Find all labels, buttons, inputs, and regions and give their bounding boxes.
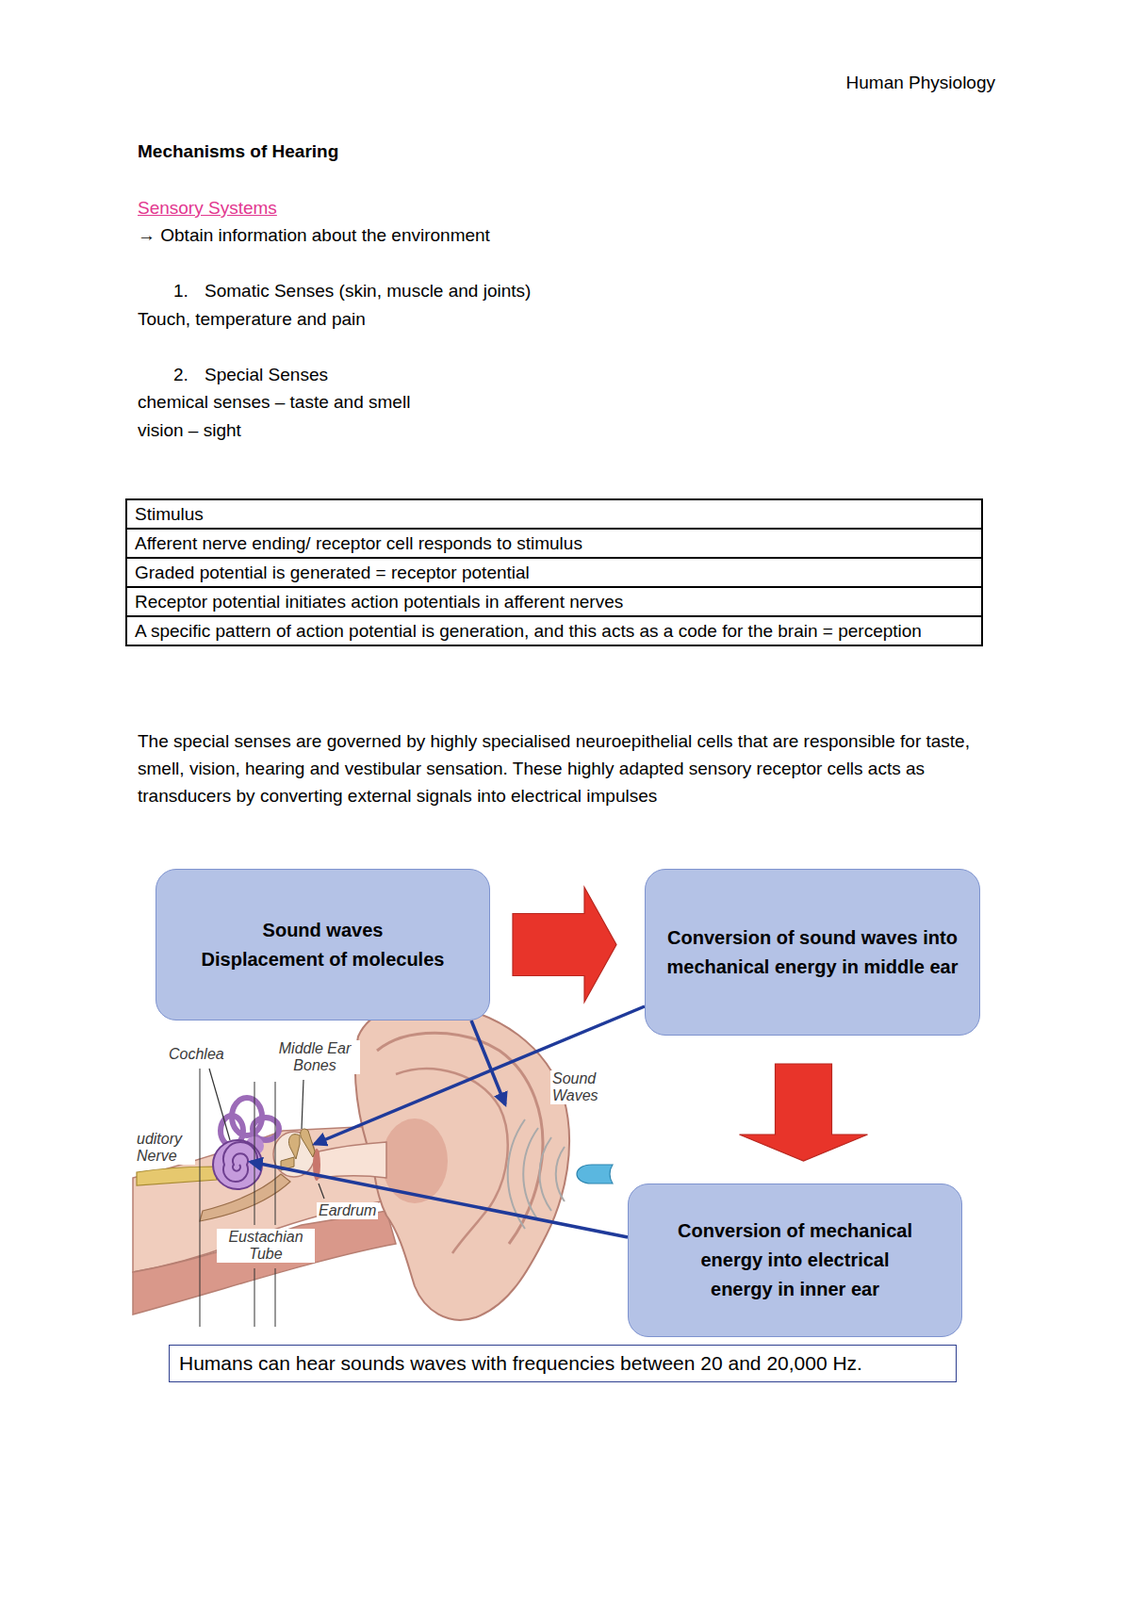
- part-label: uditory Nerve: [134, 1131, 196, 1165]
- helix-fold: [377, 1032, 543, 1245]
- frame-line: [275, 1081, 277, 1328]
- label-slot: 2.: [173, 363, 189, 386]
- process-table: StimulusAfferent nerve ending/ receptor …: [125, 498, 984, 647]
- label-slot: uditory Nerve: [134, 1131, 196, 1165]
- label-slot: Cochlea: [166, 1046, 227, 1064]
- box-text: Displacement of molecules: [201, 945, 445, 975]
- list-item: Somatic Senses (skin, muscle and joints): [204, 279, 531, 302]
- sound-wave: [556, 1147, 565, 1202]
- sound-source: [576, 1164, 613, 1184]
- part-label: Cochlea: [166, 1046, 227, 1064]
- page-header: Human Physiology: [846, 71, 996, 94]
- label-slot: Sound Waves: [550, 1070, 613, 1105]
- label-slot: Middle Ear Bones: [269, 1040, 361, 1075]
- pointer-arrow: [314, 1006, 645, 1145]
- process-box: Conversion of sound waves into mechanica…: [644, 868, 981, 1036]
- leader-line: [209, 1068, 230, 1141]
- leader-line: [318, 1183, 325, 1199]
- leader-line: [301, 1080, 304, 1130]
- process-box: Conversion of mechanical energy into ele…: [627, 1183, 963, 1338]
- label-slot: Eardrum: [316, 1202, 378, 1220]
- box-text: Conversion of mechanical energy into ele…: [649, 1216, 941, 1305]
- label-slot: The special senses are governed by highl…: [137, 727, 986, 810]
- label-slot: Touch, temperature and pain: [137, 308, 366, 330]
- antihelix-fold: [395, 1068, 509, 1254]
- box-text: Conversion of sound waves into mechanica…: [666, 923, 959, 983]
- box-text: Sound waves: [262, 916, 384, 946]
- label-slot: chemical senses – taste and smell: [137, 391, 410, 413]
- list-detail: chemical senses – taste and smell: [137, 391, 410, 413]
- skull-band: [132, 1211, 396, 1315]
- paragraph: The special senses are governed by highl…: [137, 727, 986, 810]
- label-slot: vision – sight: [137, 419, 242, 442]
- frame-line: [254, 1081, 256, 1328]
- incus: [288, 1134, 300, 1160]
- list-number: 1.: [173, 279, 189, 302]
- label-slot: Somatic Senses (skin, muscle and joints): [204, 279, 531, 302]
- section-heading: Sensory Systems: [137, 196, 278, 219]
- list-item: Special Senses: [204, 363, 328, 386]
- auditory-nerve: [136, 1166, 217, 1186]
- malleus: [300, 1129, 315, 1158]
- list-detail: Touch, temperature and pain: [137, 308, 366, 330]
- title-slot: Mechanisms of Hearing: [137, 140, 339, 163]
- label-slot: → Obtain information about the environme…: [137, 224, 491, 246]
- part-label: Sound Waves: [550, 1070, 613, 1105]
- part-label: Eardrum: [316, 1202, 378, 1220]
- list-number: 2.: [173, 363, 189, 386]
- box-text: Humans can hear sounds waves with freque…: [179, 1351, 863, 1377]
- part-label: Middle Ear Bones: [269, 1040, 361, 1075]
- note-box: Humans can hear sounds waves with freque…: [168, 1344, 957, 1383]
- pointer-arrow: [250, 1162, 628, 1238]
- note-text: → Obtain information about the environme…: [137, 224, 491, 246]
- frame-line: [199, 1068, 201, 1328]
- table-cell: Afferent nerve ending/ receptor cell res…: [125, 527, 984, 559]
- table-cell: Stimulus: [125, 498, 984, 530]
- label-slot: Sensory Systems: [137, 196, 278, 219]
- part-label: Eustachian Tube: [216, 1229, 315, 1263]
- sound-wave: [539, 1137, 552, 1212]
- table-cell: Receptor potential initiates action pote…: [125, 586, 984, 618]
- table-cell: Graded potential is generated = receptor…: [125, 557, 984, 589]
- block-arrow: [739, 1064, 869, 1162]
- label-slot: 1.: [173, 279, 189, 302]
- label-slot: Eustachian Tube: [216, 1229, 315, 1263]
- label-slot: Human Physiology: [846, 71, 996, 94]
- page-title: Mechanisms of Hearing: [137, 140, 339, 163]
- ear-canal: [318, 1142, 387, 1179]
- pointer-arrow: [471, 1020, 506, 1105]
- process-box: Sound wavesDisplacement of molecules: [155, 868, 491, 1021]
- table-cell: A specific pattern of action potential i…: [125, 615, 984, 647]
- sound-wave: [523, 1128, 539, 1221]
- block-arrow: [512, 887, 617, 1003]
- list-detail: vision – sight: [137, 419, 242, 442]
- label-slot: Special Senses: [204, 363, 328, 386]
